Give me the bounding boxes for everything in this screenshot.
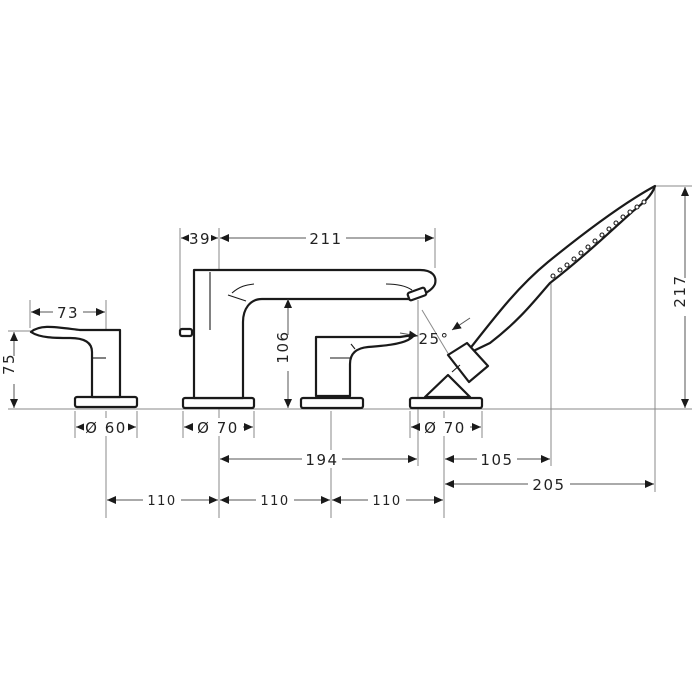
label-dia-60: Ø 60 <box>85 419 127 437</box>
label-75: 75 <box>0 353 18 375</box>
label-dia-70-shower: Ø 70 <box>424 419 466 437</box>
dim-spacing-2: 110 <box>220 491 330 509</box>
label-25-deg: 25° <box>418 330 449 348</box>
dim-shower-height: 217 <box>671 187 695 408</box>
dim-spacing-1: 110 <box>107 491 218 509</box>
label-205: 205 <box>532 476 565 494</box>
dim-left-base-diameter: Ø 60 <box>76 418 136 437</box>
label-73: 73 <box>57 304 79 322</box>
dim-shower-base-diameter: Ø 70 <box>411 418 481 437</box>
dim-spacing-3: 110 <box>332 491 443 509</box>
dim-spout-to-shower: 194 <box>220 450 417 469</box>
left-handle <box>29 325 139 409</box>
dim-shower-angle: 25° <box>399 317 471 348</box>
label-110-a: 110 <box>147 494 176 509</box>
spout <box>178 268 437 410</box>
dim-shower-total-reach: 205 <box>445 475 654 494</box>
label-217: 217 <box>671 274 689 307</box>
dim-spout-projection: 211 <box>220 229 434 248</box>
label-dia-70-spout: Ø 70 <box>197 419 239 437</box>
label-110-c: 110 <box>372 494 401 509</box>
dim-left-handle-length: 73 <box>31 302 105 322</box>
hand-shower <box>408 184 657 410</box>
dim-shower-head-offset: 105 <box>445 450 550 469</box>
dim-spout-base-diameter: Ø 70 <box>184 418 253 437</box>
dim-spout-offset: 39 <box>181 229 218 248</box>
label-211: 211 <box>309 230 342 248</box>
label-110-b: 110 <box>260 494 289 509</box>
dim-left-handle-height: 75 <box>0 332 24 408</box>
dim-spout-height: 106 <box>274 299 298 408</box>
label-194: 194 <box>305 451 338 469</box>
label-106: 106 <box>274 330 292 363</box>
label-105: 105 <box>480 451 513 469</box>
right-handle <box>299 334 415 410</box>
label-39: 39 <box>189 230 211 248</box>
spray-nozzles <box>550 199 647 279</box>
